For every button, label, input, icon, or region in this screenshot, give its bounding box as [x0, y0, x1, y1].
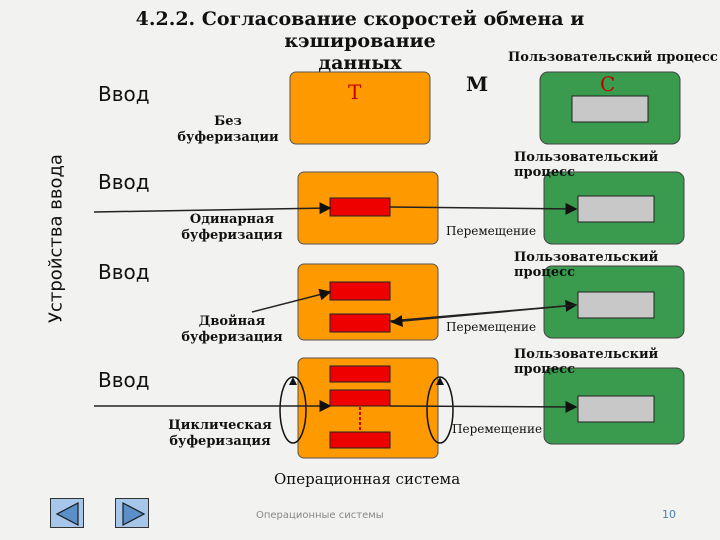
os-label: Операционная система — [274, 470, 461, 488]
memory-cell-double — [577, 291, 655, 319]
triangle-right-icon — [122, 502, 146, 526]
mode-label-circular: Циклическая буферизация — [152, 418, 288, 450]
mode-label-line1: Одинарная — [189, 212, 275, 227]
mode-label-no-buffer: Без буферизации — [166, 114, 290, 146]
memory-cell-circular — [577, 395, 655, 423]
buffer-double-2 — [329, 313, 391, 333]
move-label-single: Перемещение — [446, 224, 537, 238]
nav-back-button[interactable] — [50, 498, 84, 528]
user-letter: С — [600, 72, 616, 96]
mode-label-line2: буферизация — [169, 434, 271, 449]
side-label: Устройства ввода — [45, 154, 67, 323]
slide-title: 4.2.2. Согласование скоростей обмена и к… — [60, 8, 660, 74]
title-line-2: данных — [318, 52, 402, 74]
user-process-label-2: Пользовательский процесс — [514, 150, 659, 180]
nav-forward-button[interactable] — [115, 498, 149, 528]
memory-cell-no-buffer — [571, 95, 649, 123]
buffer-circular-3 — [329, 431, 391, 449]
move-arrow-circular — [389, 400, 578, 413]
footer-text: Операционные системы — [256, 510, 384, 521]
move-label-double: Перемещение — [446, 320, 537, 334]
input-label-1: Ввод — [98, 82, 150, 106]
input-arrow-double — [251, 288, 332, 313]
buffer-double-1 — [329, 281, 391, 301]
mode-label-line2: буферизация — [181, 228, 283, 243]
mode-label-line1: Циклическая — [168, 418, 272, 433]
move-arrow-single — [389, 202, 578, 215]
mode-label-line1: Двойная — [198, 314, 266, 329]
move-arrow-double-in — [390, 304, 577, 328]
input-arrow-single — [93, 202, 332, 215]
buffer-single — [329, 197, 391, 217]
user-process-label-3: Пользовательский процесс — [514, 250, 659, 280]
mode-label-double: Двойная буферизация — [164, 314, 300, 346]
memory-cell-single — [577, 195, 655, 223]
mode-label-line2: буферизация — [181, 330, 283, 345]
mode-label-single: Одинарная буферизация — [164, 212, 300, 244]
input-label-2: Ввод — [98, 170, 150, 194]
input-label-4: Ввод — [98, 368, 150, 392]
input-label-3: Ввод — [98, 260, 150, 284]
user-process-label-4: Пользовательский процесс — [514, 347, 659, 377]
move-label-circular: Перемещение — [452, 422, 543, 436]
cycle-arrow-left — [289, 377, 297, 385]
user-process-label-1: Пользовательский процесс — [508, 50, 718, 65]
os-box-no-buffer — [289, 71, 431, 145]
title-line-1: 4.2.2. Согласование скоростей обмена и к… — [135, 8, 585, 52]
buffer-circular-1 — [329, 365, 391, 383]
memory-letter: М — [466, 72, 489, 96]
cycle-arrow-right — [436, 377, 444, 385]
kernel-letter: Т — [348, 80, 362, 104]
buffer-circular-2 — [329, 389, 391, 407]
page-number: 10 — [662, 508, 676, 521]
triangle-left-icon — [55, 502, 79, 526]
mode-label-line1: Без — [214, 114, 242, 129]
mode-label-line2: буферизации — [177, 130, 279, 145]
